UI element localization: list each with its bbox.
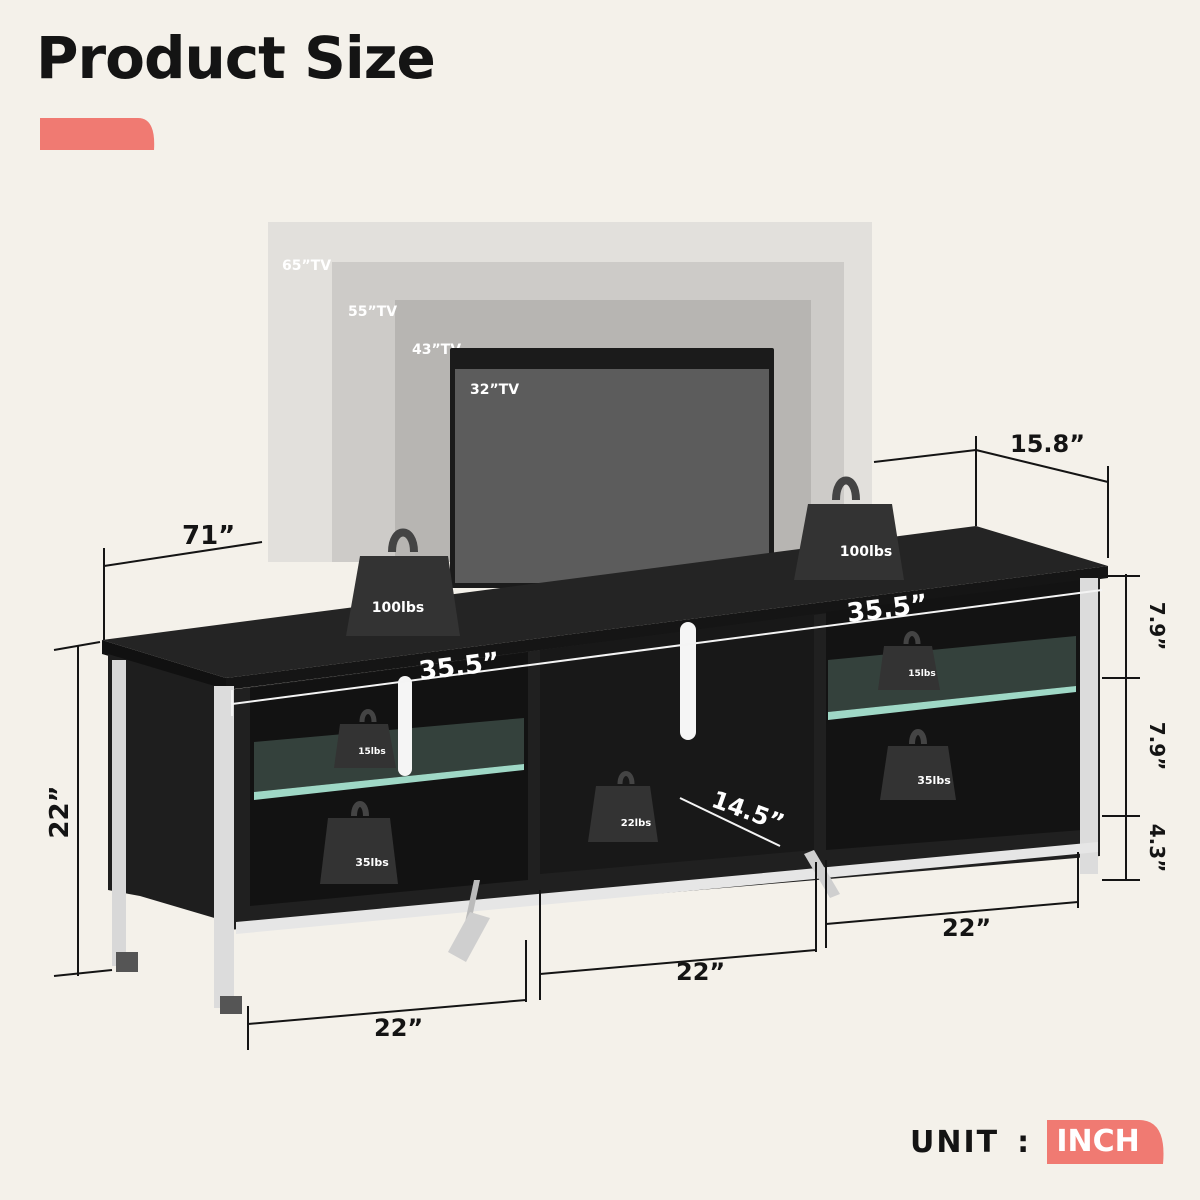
svg-text:100lbs: 100lbs — [840, 544, 892, 560]
weight-top-right: 100lbs — [794, 476, 904, 580]
unit-indicator: UNIT : INCH — [910, 1118, 1173, 1166]
page-title: Product Size — [36, 24, 436, 92]
tv-32-label: 32”TV — [470, 382, 519, 398]
dim-bottom-middle: 22” — [676, 958, 725, 986]
unit-value: INCH — [1056, 1124, 1140, 1159]
svg-text:15lbs: 15lbs — [358, 747, 385, 757]
dim-total-width: 71” — [182, 521, 235, 551]
accent-bar — [40, 118, 155, 150]
dim-depth: 15.8” — [1010, 430, 1085, 458]
dim-shelf-top: 7.9” — [1145, 602, 1169, 651]
dim-shelf-mid: 7.9” — [1145, 722, 1169, 771]
weight-top-left: 100lbs — [346, 528, 460, 636]
svg-text:100lbs: 100lbs — [372, 600, 424, 616]
svg-text:15lbs: 15lbs — [908, 669, 935, 679]
weight-left-bottom: 35lbs — [320, 801, 398, 884]
tv-65-label: 65”TV — [282, 258, 331, 274]
dim-bottom-right: 22” — [942, 914, 991, 942]
unit-label: UNIT — [910, 1124, 1000, 1160]
svg-text:35lbs: 35lbs — [917, 774, 951, 787]
weight-middle-bottom: 22lbs — [588, 771, 658, 842]
unit-colon: : — [1017, 1124, 1030, 1160]
svg-text:22lbs: 22lbs — [621, 818, 652, 829]
dim-shelf-bottom: 4.3” — [1145, 824, 1169, 873]
svg-text:35lbs: 35lbs — [355, 856, 389, 869]
tv-43-label: 43”TV — [412, 342, 461, 358]
weight-left-glass: 15lbs — [334, 709, 396, 768]
unit-value-badge: INCH — [1043, 1118, 1173, 1166]
weight-right-bottom: 35lbs — [880, 729, 956, 800]
weight-right-glass: 15lbs — [878, 631, 940, 690]
dim-bottom-left: 22” — [374, 1014, 423, 1042]
tv-55-label: 55”TV — [348, 304, 397, 320]
dim-height: 22” — [45, 785, 75, 838]
stand-left-side — [108, 654, 228, 922]
